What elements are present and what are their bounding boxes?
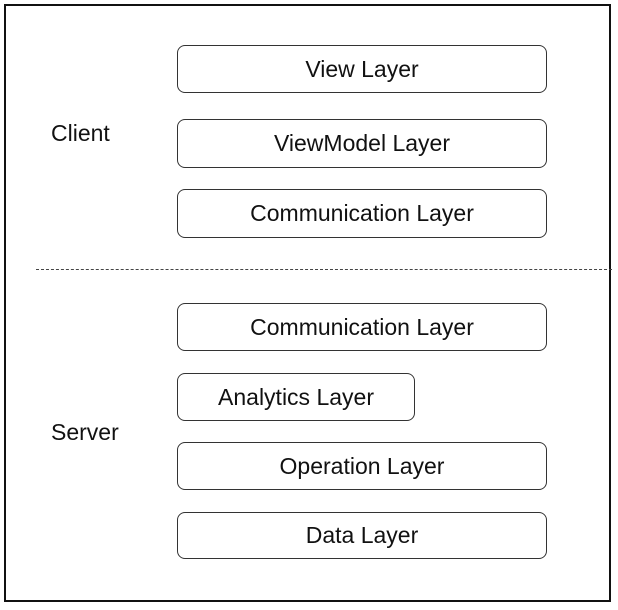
server-analytics-layer-box: Analytics Layer (177, 373, 415, 421)
client-viewmodel-layer-box: ViewModel Layer (177, 119, 547, 168)
diagram-frame (4, 4, 611, 602)
client-server-divider (36, 269, 612, 270)
client-communication-layer-box: Communication Layer (177, 189, 547, 238)
server-label: Server (51, 419, 119, 445)
client-view-layer-box: View Layer (177, 45, 547, 93)
server-operation-layer-box: Operation Layer (177, 442, 547, 490)
client-label: Client (51, 120, 110, 146)
server-communication-layer-box: Communication Layer (177, 303, 547, 351)
server-data-layer-box: Data Layer (177, 512, 547, 559)
